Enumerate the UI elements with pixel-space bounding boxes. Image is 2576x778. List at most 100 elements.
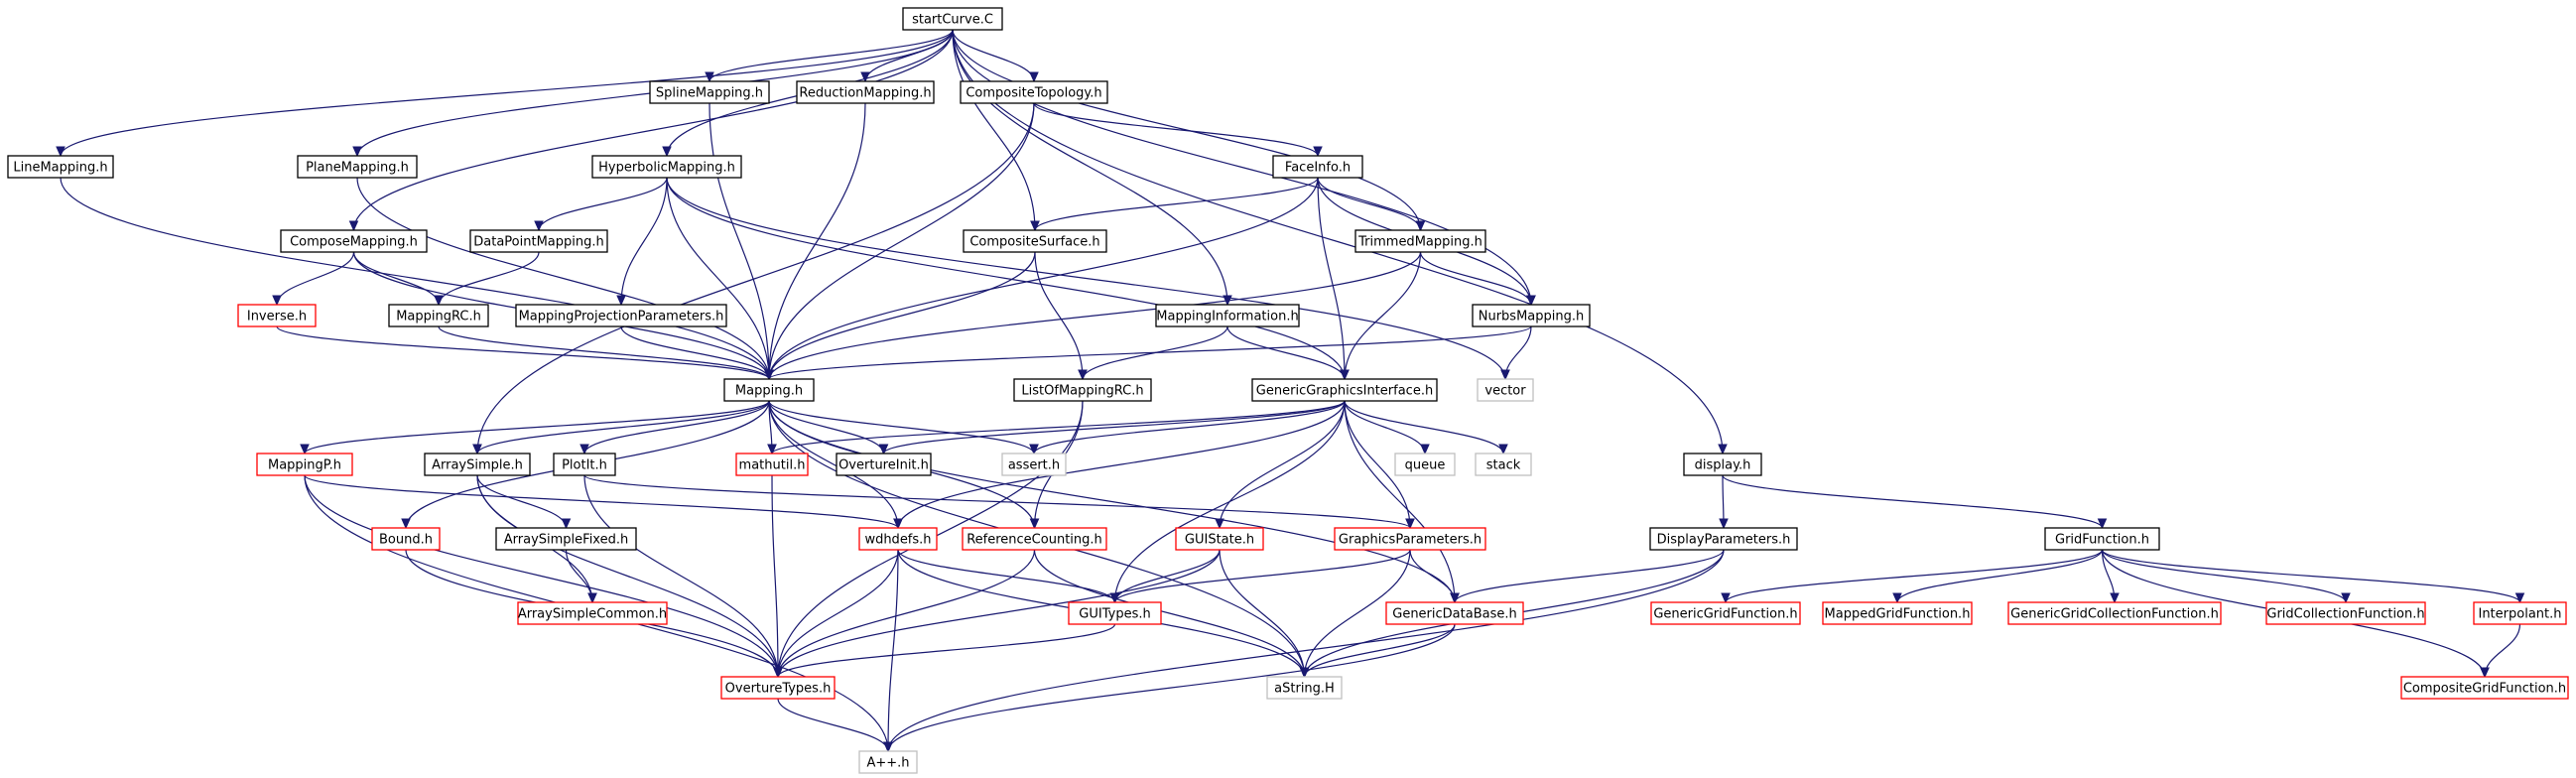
node-datapointmapping-h[interactable]: DataPointMapping.h: [469, 229, 608, 253]
node-mapping-h[interactable]: Mapping.h: [723, 378, 815, 402]
edge-arrowhead: [56, 146, 65, 158]
edge-arrowhead: [878, 444, 889, 455]
node-compositegridfunction-h[interactable]: CompositeGridFunction.h: [2400, 676, 2569, 700]
node-trimmedmapping-h[interactable]: TrimmedMapping.h: [1354, 229, 1486, 253]
node-linemapping-h[interactable]: LineMapping.h: [7, 155, 114, 179]
node-queue: queue: [1394, 453, 1456, 476]
node-referencecounting-h[interactable]: ReferenceCounting.h: [962, 527, 1107, 551]
node-mappinginformation-h[interactable]: MappingInformation.h: [1155, 304, 1300, 327]
edge-planemapping-to-mapping: [356, 177, 770, 380]
edge-arrowhead: [1299, 667, 1310, 679]
node-genericgraphicsinterface-h[interactable]: GenericGraphicsInterface.h: [1251, 378, 1438, 402]
node-reductionmapping-h[interactable]: ReductionMapping.h: [796, 80, 935, 104]
edge-arrowhead: [1313, 146, 1323, 158]
node-overturetypes-h[interactable]: OvertureTypes.h: [720, 676, 836, 700]
node-label: GridFunction.h: [2055, 533, 2149, 548]
node-mappingrc-h[interactable]: MappingRC.h: [388, 304, 489, 327]
node-compositesurface-h[interactable]: CompositeSurface.h: [963, 229, 1107, 253]
node-genericgridfunction-h[interactable]: GenericGridFunction.h: [1650, 601, 1801, 625]
edge-referencecounting-to-overturetypes: [777, 549, 1036, 678]
edge-gridfunction-to-mappedgridfunction: [1896, 549, 2104, 603]
node-mathutil-h[interactable]: mathutil.h: [735, 453, 809, 476]
edge-guistate-to-guitypes: [1113, 549, 1221, 603]
node-label: HyperbolicMapping.h: [598, 161, 735, 176]
node-box: [371, 527, 441, 551]
edge-arrowhead: [893, 518, 903, 530]
node-arraysimplecommon-h[interactable]: ArraySimpleCommon.h: [517, 601, 668, 625]
node-label: MappedGridFunction.h: [1825, 607, 1971, 622]
edge-displayparameters-to-genericdatabase: [1454, 549, 1725, 603]
node-overtureinit-h[interactable]: OvertureInit.h: [836, 453, 932, 476]
node-mappedgridfunction-h[interactable]: MappedGridFunction.h: [1822, 601, 1973, 625]
edge-genericgraphicsinterface-to-guistate: [1219, 400, 1346, 529]
node-wdhdefs-h[interactable]: wdhdefs.h: [858, 527, 938, 551]
node-box: [963, 229, 1107, 253]
node-guistate-h[interactable]: GUIState.h: [1175, 527, 1264, 551]
node-hyperbolicmapping-h[interactable]: HyperbolicMapping.h: [591, 155, 742, 179]
node-planemapping-h[interactable]: PlaneMapping.h: [297, 155, 418, 179]
nodes-layer: startCurve.C SplineMapping.h ReductionMapp…: [7, 7, 2569, 774]
node-label: MappingP.h: [268, 458, 341, 473]
edge-arrowhead: [1215, 518, 1224, 530]
node-guitypes-h[interactable]: GUITypes.h: [1068, 601, 1162, 625]
node-listofmappingrc-h[interactable]: ListOfMappingRC.h: [1013, 378, 1152, 402]
node-box: [2400, 676, 2569, 700]
node-box: [796, 80, 935, 104]
edge-arrowhead: [1109, 592, 1120, 604]
edge-wdhdefs-to-app: [887, 549, 899, 752]
edge-mappingrc-to-mapping: [438, 325, 770, 380]
edge-inverse-to-mapping: [276, 325, 770, 380]
node-inverse-h[interactable]: Inverse.h: [237, 304, 317, 327]
edge-arrowhead: [1450, 592, 1460, 604]
edge-arrowhead: [1500, 369, 1510, 381]
node-label: ArraySimpleFixed.h: [504, 533, 628, 548]
node-box: [280, 229, 428, 253]
edge-arrowhead: [1029, 71, 1039, 83]
edge-arrowhead: [1420, 444, 1430, 455]
node-genericdatabase-h[interactable]: GenericDataBase.h: [1385, 601, 1524, 625]
node-arraysimple-h[interactable]: ArraySimple.h: [424, 453, 531, 476]
node-box: [495, 527, 637, 551]
node-mappingprojectionparameters-h[interactable]: MappingProjectionParameters.h: [515, 304, 727, 327]
edge-composemapping-to-inverse: [276, 251, 355, 306]
edge-guistate-to-overturetypes: [777, 549, 1221, 678]
node-bound-h[interactable]: Bound.h: [371, 527, 441, 551]
edge-guitypes-to-overturetypes: [777, 623, 1116, 678]
node-graphicsparameters-h[interactable]: GraphicsParameters.h: [1334, 527, 1486, 551]
node-box: [1385, 601, 1524, 625]
node-box: [1472, 304, 1591, 327]
node-plotit-h[interactable]: PlotIt.h: [553, 453, 616, 476]
node-displayparameters-h[interactable]: DisplayParameters.h: [1649, 527, 1798, 551]
node-composemapping-h[interactable]: ComposeMapping.h: [280, 229, 428, 253]
edge-referencecounting-to-astring: [1033, 549, 1306, 678]
node-nurbsmapping-h[interactable]: NurbsMapping.h: [1472, 304, 1591, 327]
node-startcurve-c[interactable]: startCurve.C: [902, 7, 1003, 31]
node-interpolant-h[interactable]: Interpolant.h: [2473, 601, 2567, 625]
edge-trimmedmapping-to-nurbsmapping: [1419, 251, 1532, 306]
edge-genericgraphicsinterface-to-guitypes: [1113, 400, 1346, 603]
node-label: queue: [1405, 458, 1446, 473]
node-label: Interpolant.h: [2478, 607, 2561, 622]
node-mappingp-h[interactable]: MappingP.h: [256, 453, 353, 476]
edge-trimmedmapping-to-genericgraphicsinterface: [1344, 251, 1422, 380]
node-genericgridcollectionfunction-h[interactable]: GenericGridCollectionFunction.h: [2007, 601, 2222, 625]
node-box: [553, 453, 616, 476]
node-box: [1068, 601, 1162, 625]
edge-startcurve-to-trimmedmapping: [952, 29, 1422, 231]
node-box: [962, 527, 1107, 551]
node-gridfunction-h[interactable]: GridFunction.h: [2044, 527, 2160, 551]
node-box: [720, 676, 836, 700]
node-splinemapping-h[interactable]: SplineMapping.h: [649, 80, 770, 104]
node-arraysimplefixed-h[interactable]: ArraySimpleFixed.h: [495, 527, 637, 551]
edge-arrowhead: [561, 518, 572, 530]
node-gridcollectionfunction-h[interactable]: GridCollectionFunction.h: [2265, 601, 2426, 625]
edge-arraysimple-to-arraysimplefixed: [476, 474, 568, 529]
node-display-h[interactable]: display.h: [1683, 453, 1762, 476]
edge-hyperbolicmapping-to-genericgraphicsinterface: [666, 177, 1346, 380]
edge-hyperbolicmapping-to-vector: [666, 177, 1506, 380]
node-label: Mapping.h: [735, 384, 803, 399]
node-compositetopology-h[interactable]: CompositeTopology.h: [960, 80, 1108, 104]
node-box: [256, 453, 353, 476]
node-faceinfo-h[interactable]: FaceInfo.h: [1272, 155, 1363, 179]
edge-compositesurface-to-mapping: [768, 251, 1036, 380]
